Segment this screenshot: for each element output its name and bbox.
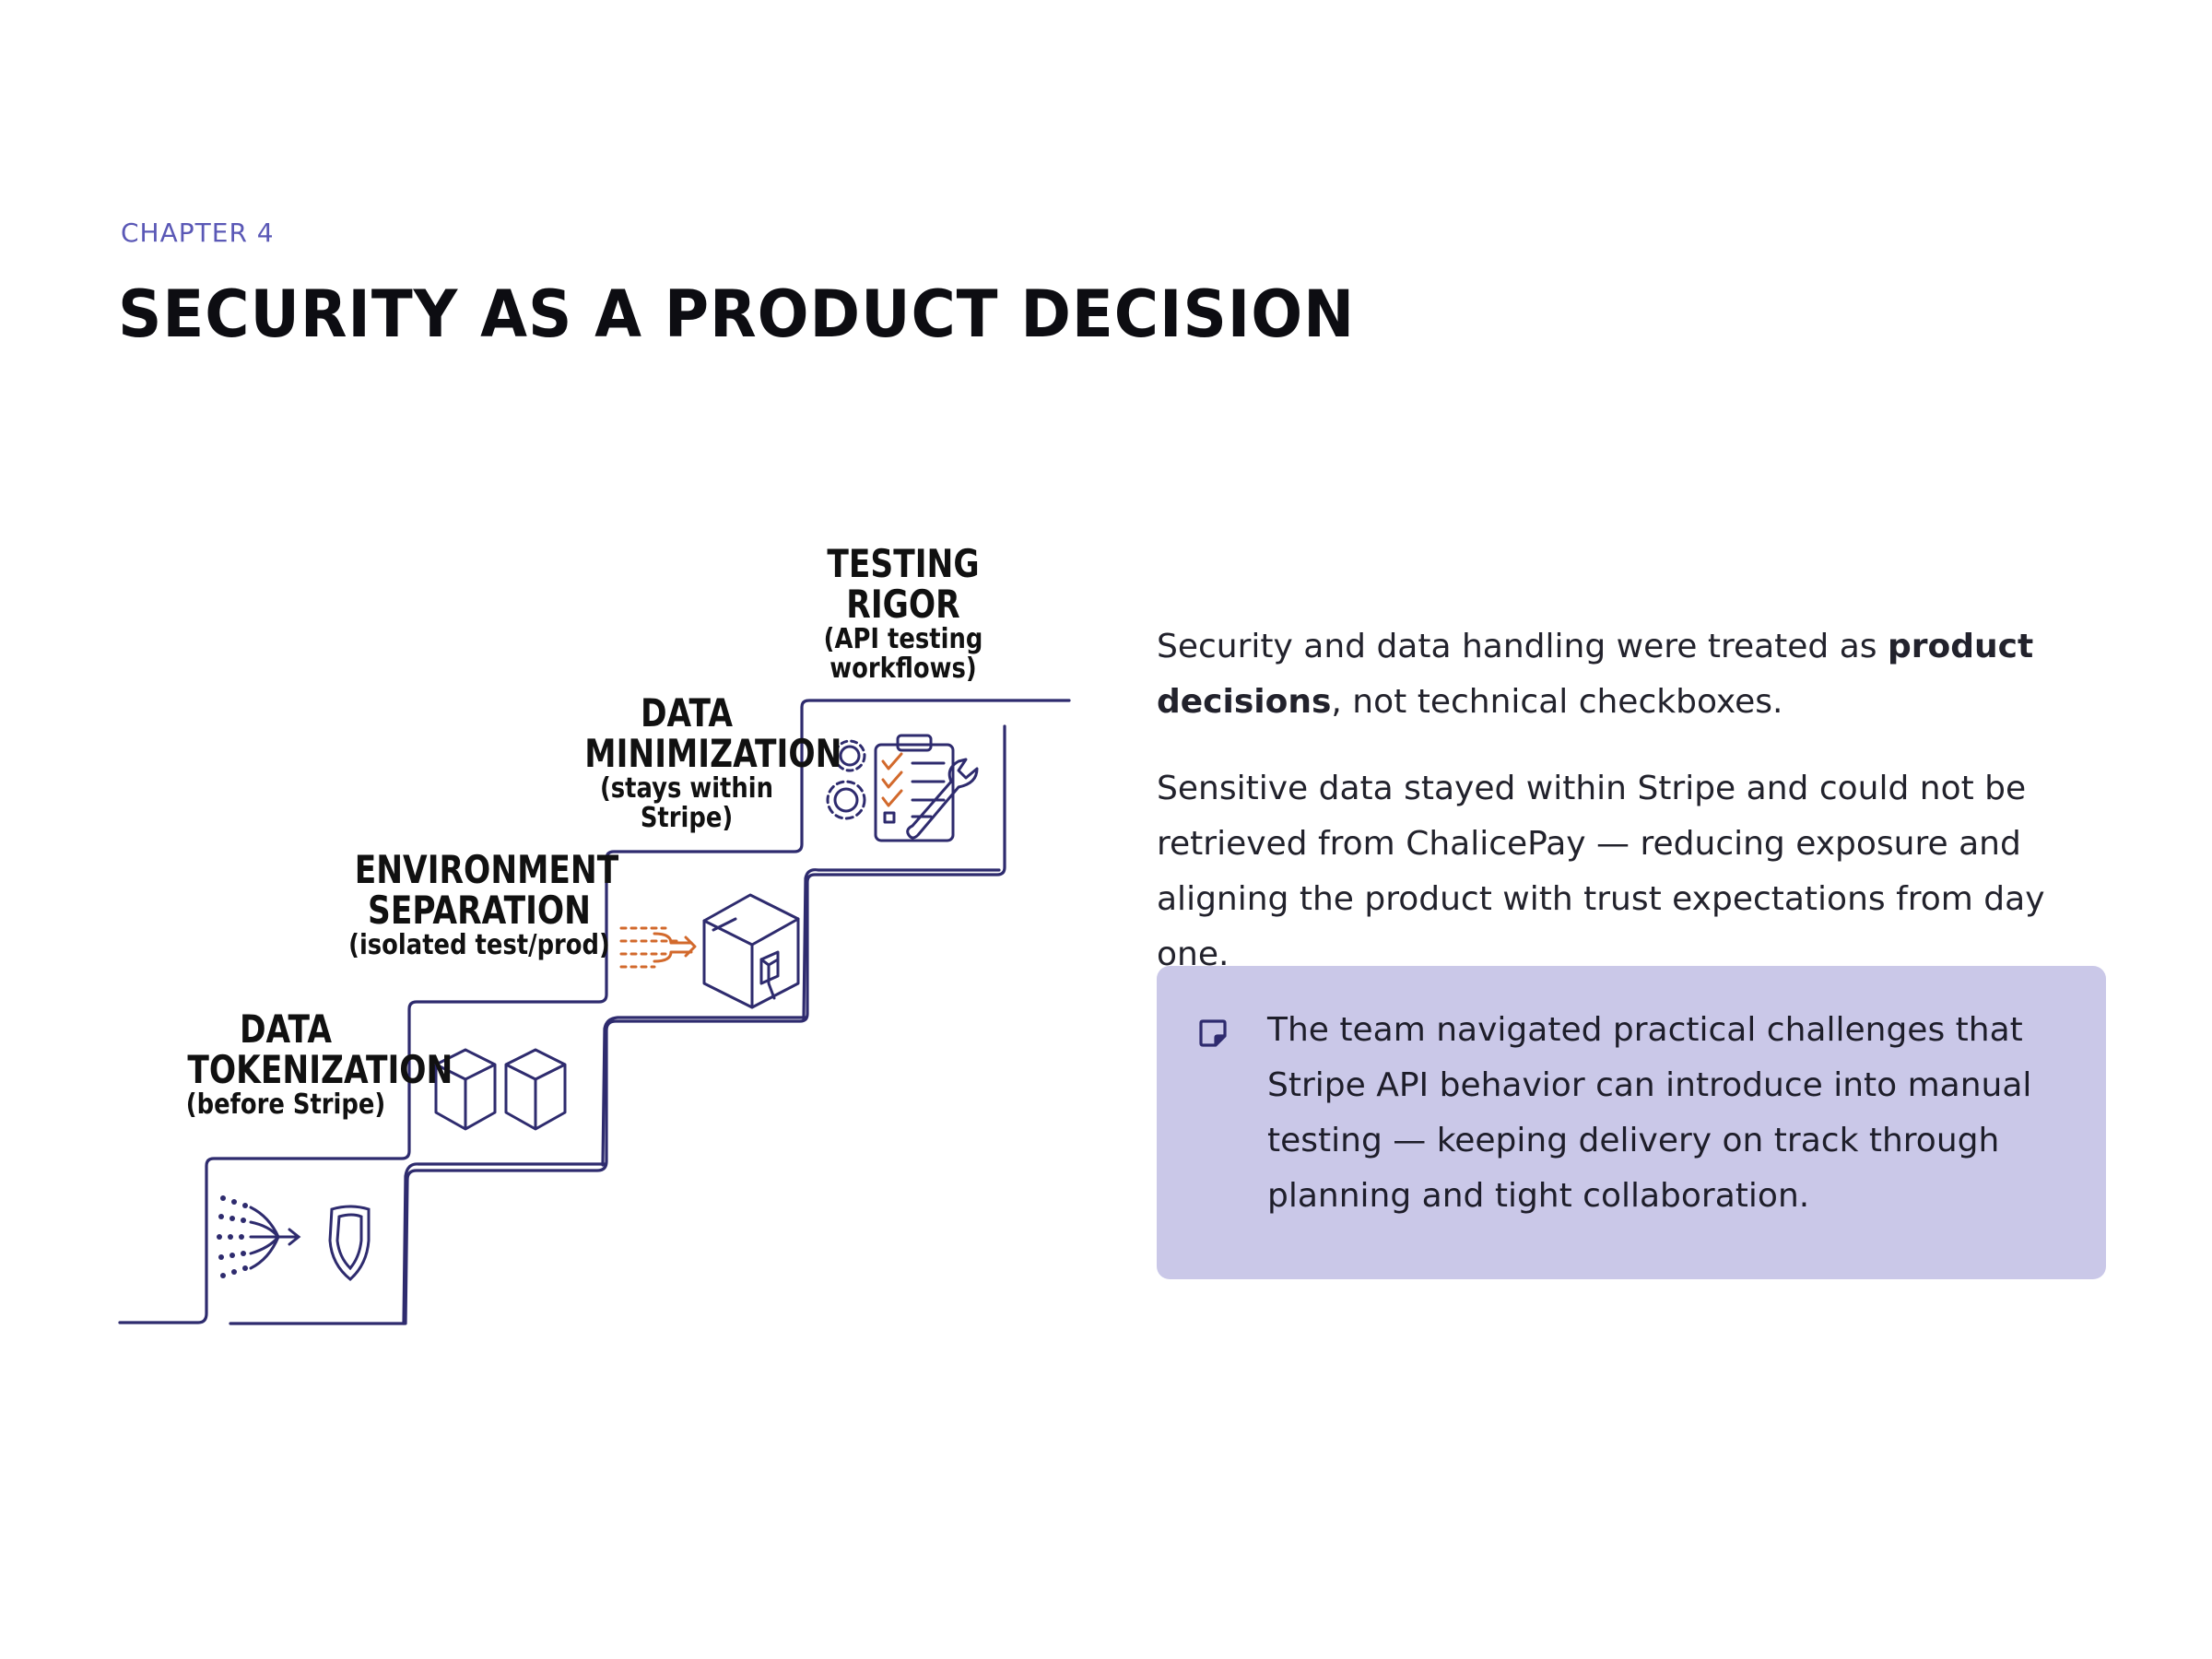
staircase-lines (118, 699, 1071, 1325)
step-data-minimization: DATA MINIMIZATION (stays within Stripe) (584, 690, 842, 832)
shield-icon (217, 1195, 371, 1281)
callout-box: The team navigated practical challenges … (1157, 966, 2106, 1279)
step-subtitle: workflows) (830, 652, 977, 685)
step-title-line: SEPARATION (368, 888, 591, 934)
step-title-line: TESTING (827, 541, 980, 586)
step-title-line: MINIMIZATION (584, 731, 842, 777)
step-subtitle: (stays within (599, 772, 774, 806)
step-title-line: RIGOR (846, 582, 960, 628)
cubes-icon (434, 1048, 567, 1131)
step-testing-rigor: TESTING RIGOR (API testing workflows) (813, 541, 994, 683)
paragraph-1: Security and data handling were treated … (1157, 619, 2097, 730)
step-title-line: TOKENIZATION (187, 1047, 453, 1093)
page-title: SECURITY AS A PRODUCT DECISION (118, 276, 1356, 352)
chapter-label: CHAPTER 4 (121, 218, 275, 248)
step-data-tokenization: DATA TOKENIZATION (before Stripe) (186, 1006, 453, 1120)
callout-text: The team navigated practical challenges … (1267, 1011, 2032, 1215)
step-subtitle: (isolated test/prod) (348, 929, 610, 962)
note-icon (1199, 1019, 1227, 1047)
step-title-line: DATA (640, 690, 734, 735)
step-subtitle: Stripe) (640, 801, 734, 834)
step-subtitle: (API testing (823, 623, 983, 656)
checklist-icon (826, 734, 979, 842)
step-subtitle: (before Stripe) (185, 1088, 386, 1122)
paragraph-2: Sensitive data stayed within Stripe and … (1157, 770, 2045, 973)
body-copy: Security and data handling were treated … (1157, 619, 2097, 1014)
staircase-illustration: DATA TOKENIZATION (before Stripe) ENVIRO… (111, 516, 1106, 1346)
step-environment-separation: ENVIRONMENT SEPARATION (isolated test/pr… (348, 847, 619, 960)
p1-bold: product decisions (1157, 628, 2034, 721)
step-title-line: ENVIRONMENT (354, 847, 619, 892)
p1-text: Security and data handling were treated … (1157, 628, 1888, 665)
p1-text-end: , not technical checkboxes. (1331, 683, 1783, 721)
step-title-line: DATA (239, 1006, 333, 1052)
box-icon (619, 893, 800, 1009)
